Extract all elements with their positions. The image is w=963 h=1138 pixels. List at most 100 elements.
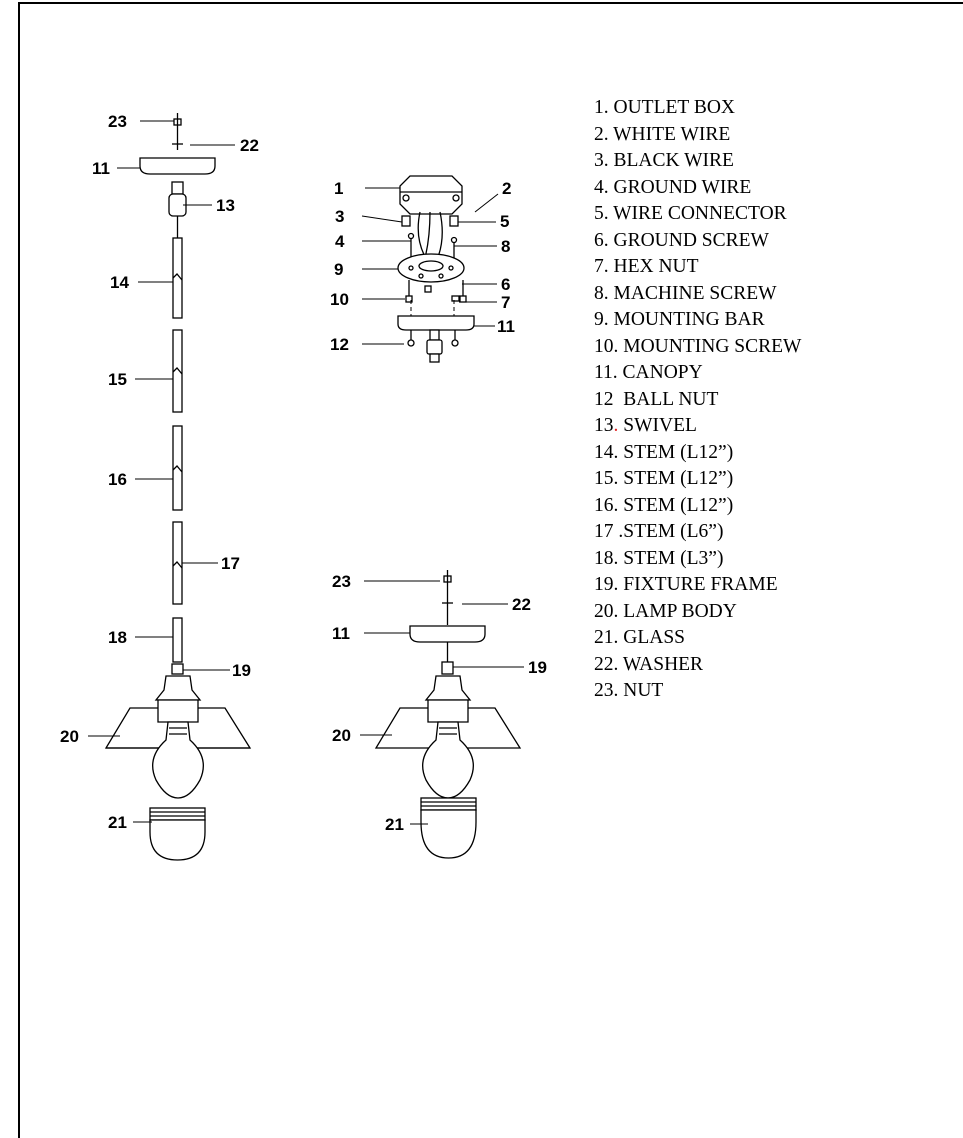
legend-label: OUTLET BOX [608, 97, 736, 118]
legend-number: 22. [594, 653, 619, 675]
legend-item: 20. LAMP BODY [594, 599, 801, 626]
callout-5: 5 [500, 212, 509, 231]
swivel-part [171, 181, 184, 195]
callout-23-right: 23 [332, 572, 351, 591]
legend-number: 2. [594, 123, 609, 145]
callout-15: 15 [108, 370, 127, 389]
legend-label: MOUNTING SCREW [618, 335, 802, 357]
legend-label: .STEM (L6”) [613, 521, 724, 542]
legend-item: 11. CANOPY [594, 360, 801, 387]
legend-number: 13 [594, 415, 614, 436]
legend-number: 4. [594, 176, 609, 198]
callout-13: 13 [216, 196, 235, 215]
stem-18-part [172, 617, 183, 663]
canopy-part [139, 157, 216, 175]
legend-number: 7. [594, 256, 609, 277]
legend-item: 9. MOUNTING BAR [594, 307, 801, 334]
fixture-frame-part-right [441, 661, 454, 675]
legend-label: STEM (L12”) [618, 468, 734, 489]
left-assembly: 23 22 11 13 14 15 16 17 18 19 20 21 [60, 112, 259, 861]
fixture-frame-part [171, 663, 184, 675]
callout-19: 19 [232, 661, 251, 680]
legend-number: 9. [594, 309, 609, 330]
legend-label: BLACK WIRE [608, 150, 734, 171]
legend-number: 14. [594, 441, 619, 463]
legend-number: 21. [594, 627, 619, 648]
callout-3: 3 [335, 207, 344, 226]
hex-nut-part [451, 295, 460, 302]
ball-nut-part [407, 339, 415, 347]
legend-label: STEM (L3”) [618, 547, 724, 569]
legend-item: 5. WIRE CONNECTOR [594, 201, 801, 228]
callout-21-right: 21 [385, 815, 404, 834]
legend-label: . SWIVEL [613, 415, 697, 436]
legend-label: STEM (L12”) [618, 441, 734, 463]
legend-label: GROUND WIRE [608, 176, 752, 198]
legend-number: 6. [594, 229, 609, 251]
legend-label: CANOPY [617, 362, 703, 383]
callout-21: 21 [108, 813, 127, 832]
legend-number: 18. [594, 547, 619, 569]
wire-connector-part [401, 215, 411, 227]
callout-22: 22 [240, 136, 259, 155]
legend-label: GLASS [618, 627, 686, 648]
callout-1: 1 [334, 179, 343, 198]
legend-label: HEX NUT [608, 256, 699, 277]
legend-number: 20. [594, 600, 619, 622]
right-assembly: 23 22 11 19 20 21 [332, 570, 547, 859]
callout-2: 2 [502, 179, 511, 198]
legend-number: 23. [594, 680, 619, 701]
legend-number: 5. [594, 203, 609, 224]
callout-22-right: 22 [512, 595, 531, 614]
legend-item: 16. STEM (L12”) [594, 493, 801, 520]
callout-20: 20 [60, 727, 79, 746]
glass-part-right [420, 797, 477, 811]
legend-item: 21. GLASS [594, 625, 801, 652]
legend-item: 19. FIXTURE FRAME [594, 572, 801, 599]
callout-9: 9 [334, 260, 343, 279]
legend-label: STEM (L12”) [618, 494, 734, 516]
outlet-box-part [399, 175, 463, 215]
legend-number: 1. [594, 97, 609, 118]
mounting-bar-part [397, 253, 465, 283]
legend-item: 3. BLACK WIRE [594, 148, 801, 175]
callout-6: 6 [501, 275, 510, 294]
ground-screw-part [424, 285, 432, 293]
legend-label: NUT [618, 680, 664, 701]
legend-item: 2. WHITE WIRE [594, 122, 801, 149]
callout-8: 8 [501, 237, 510, 256]
legend-item: 4. GROUND WIRE [594, 175, 801, 202]
legend-item: 6. GROUND SCREW [594, 228, 801, 255]
legend-item: 22. WASHER [594, 652, 801, 679]
legend-item: 8. MACHINE SCREW [594, 281, 801, 308]
callout-10: 10 [330, 290, 349, 309]
legend-label: LAMP BODY [618, 600, 737, 622]
callout-7: 7 [501, 293, 510, 312]
legend-item: 7. HEX NUT [594, 254, 801, 281]
callout-11-mount: 11 [497, 317, 515, 336]
stem-16-part [172, 425, 183, 511]
callout-16: 16 [108, 470, 127, 489]
legend-item: 12 BALL NUT [594, 387, 801, 414]
legend-number: 11. [594, 362, 618, 383]
callout-11-right: 11 [332, 624, 350, 643]
callout-19-right: 19 [528, 658, 547, 677]
page-border [18, 2, 963, 1138]
legend-label: MACHINE SCREW [608, 282, 777, 304]
callout-12: 12 [330, 335, 349, 354]
legend-label: WHITE WIRE [608, 123, 731, 145]
legend-item: 23. NUT [594, 678, 801, 705]
callout-20-right: 20 [332, 726, 351, 745]
canopy-part-right [409, 625, 486, 643]
legend-number: 3. [594, 150, 609, 171]
callout-17: 17 [221, 554, 240, 573]
mounting-assembly: 1 2 3 5 4 8 9 6 10 7 12 11 [330, 175, 515, 363]
callout-18: 18 [108, 628, 127, 647]
legend-number: 8. [594, 282, 609, 304]
legend-item: 1. OUTLET BOX [594, 95, 801, 122]
glass-part [149, 807, 206, 821]
legend-label: MOUNTING BAR [608, 309, 765, 330]
